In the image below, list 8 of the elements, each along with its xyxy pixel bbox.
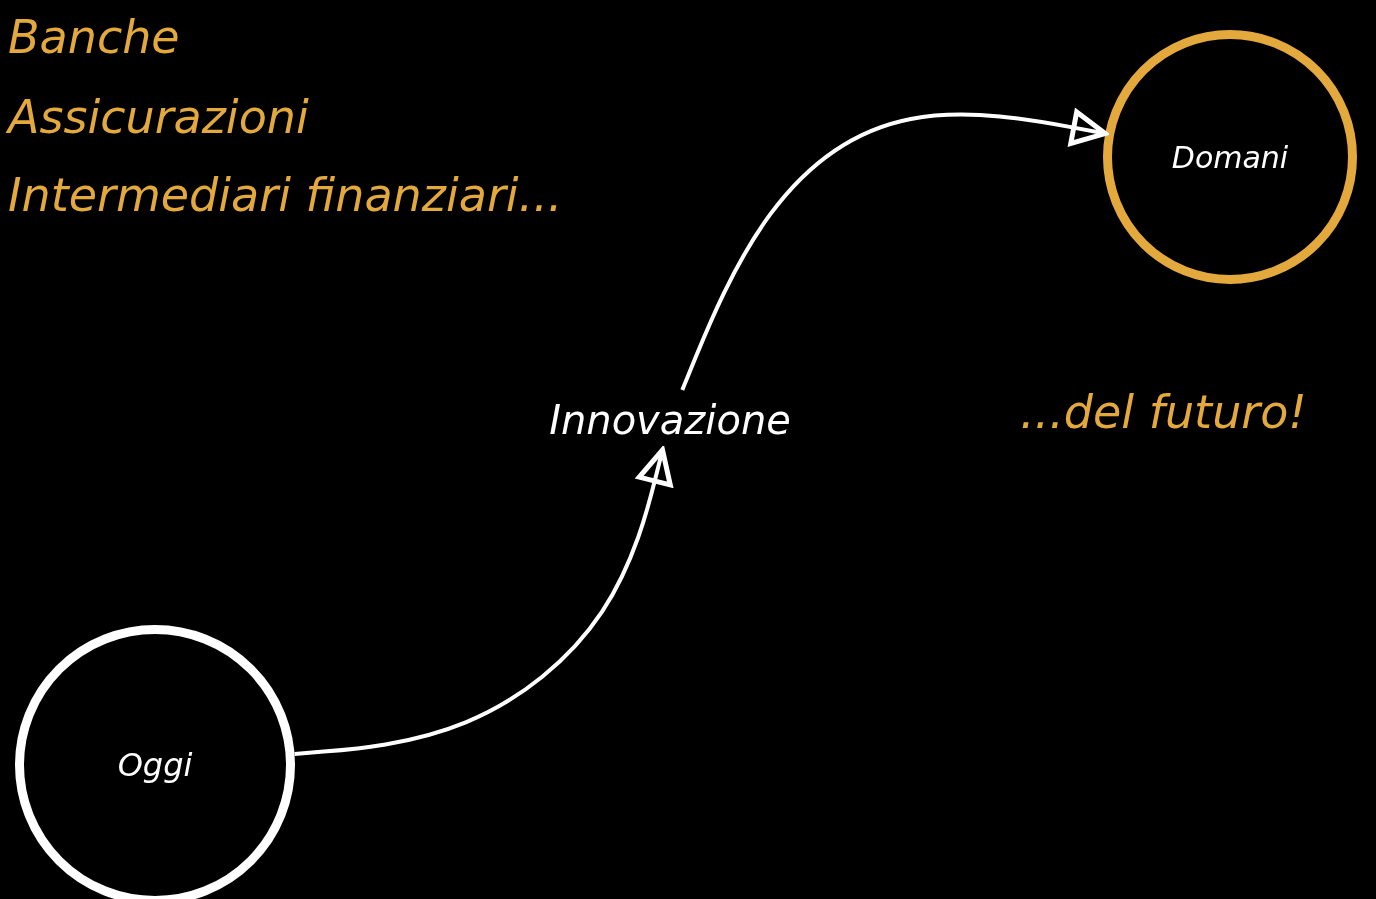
category-label: Intermediari finanziari... (8, 168, 563, 222)
curved-arrow (294, 447, 673, 756)
node-label: Innovazione (549, 397, 791, 443)
node-label: Oggi (117, 746, 193, 784)
category-label: Banche (8, 10, 180, 64)
tagline: ...del futuro! (1020, 385, 1307, 439)
node-label: Domani (1171, 139, 1289, 175)
curved-arrow (680, 109, 1108, 391)
